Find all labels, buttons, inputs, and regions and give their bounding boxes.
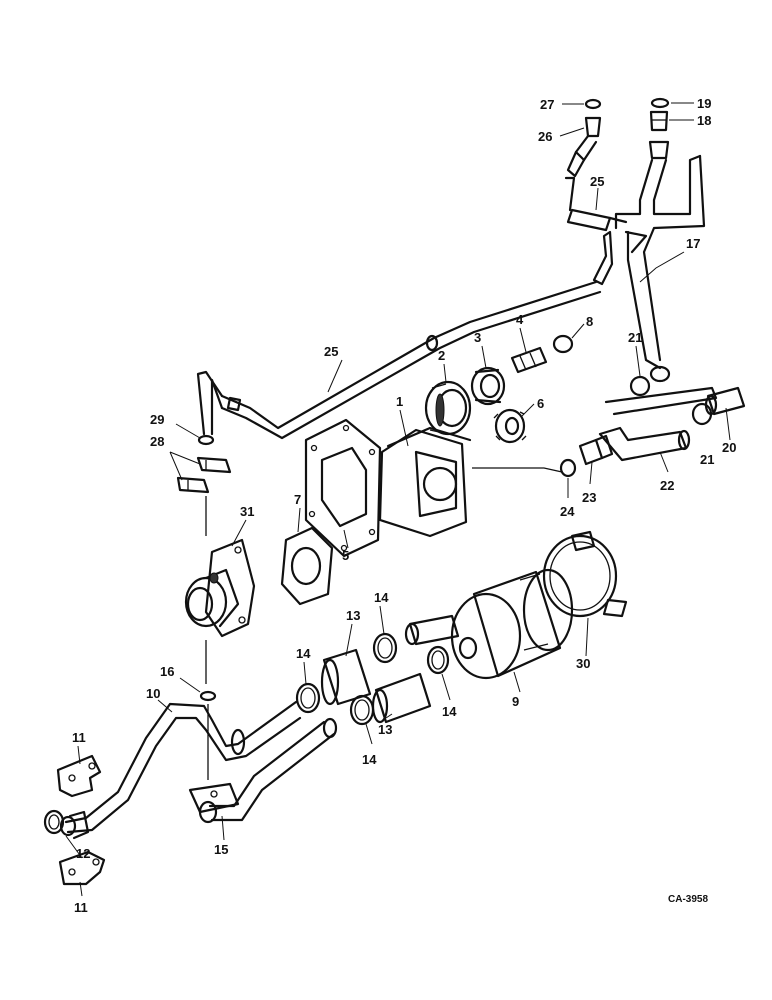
- part-20-hose: [704, 386, 746, 416]
- part-15-tube-flange: [188, 717, 338, 824]
- callout-24: 24: [560, 504, 575, 519]
- part-12-oring: [43, 809, 65, 835]
- part-21-clamp-upper: [629, 375, 651, 397]
- callout-11-upper: 11: [72, 730, 86, 745]
- part-11-clamp-lower: [58, 850, 106, 886]
- callout-25-upper: 25: [590, 174, 604, 189]
- callout-27: 27: [540, 97, 554, 112]
- callout-20: 20: [722, 440, 736, 455]
- part-5-gasket: [304, 418, 382, 558]
- callout-23: 23: [582, 490, 596, 505]
- part-25-hose-long: [196, 280, 602, 440]
- callout-4: 4: [516, 312, 524, 327]
- callout-16: 16: [160, 664, 174, 679]
- callout-28: 28: [150, 434, 164, 449]
- part-14-clamp-d: [349, 694, 375, 726]
- part-13-hose-lower: [371, 672, 432, 724]
- callout-12: 12: [76, 846, 90, 861]
- drawing-code: CA-3958: [668, 894, 708, 905]
- part-21-clamp-lower: [691, 402, 713, 426]
- callout-9: 9: [512, 694, 519, 709]
- callout-13-lower: 13: [378, 722, 392, 737]
- callout-21-lower: 21: [700, 452, 714, 467]
- callout-3: 3: [474, 330, 481, 345]
- part-17-tube: [592, 154, 706, 383]
- part-31-pump: [184, 538, 256, 638]
- callout-15: 15: [214, 842, 228, 857]
- callout-13-upper: 13: [346, 608, 360, 623]
- callout-labels: 27 19 18 26 25 17 4 8 3 21 2 1 6 20 25 2…: [72, 96, 736, 915]
- callout-6: 6: [537, 396, 544, 411]
- callout-19: 19: [697, 96, 711, 111]
- part-19-oring: [650, 97, 670, 109]
- part-29-oring: [197, 434, 215, 446]
- callout-22: 22: [660, 478, 674, 493]
- callout-14-d: 14: [362, 752, 377, 767]
- part-7-gasket: [280, 526, 334, 606]
- callout-31: 31: [240, 504, 254, 519]
- part-14-clamp-a: [372, 632, 398, 664]
- callout-14-c: 14: [296, 646, 311, 661]
- part-8-oring: [552, 334, 574, 354]
- part-30-bracket: [542, 530, 628, 618]
- part-14-clamp-b: [426, 645, 450, 675]
- part-14-clamp-c: [295, 682, 321, 714]
- part-27-oring: [584, 98, 602, 110]
- part-6-gear: [493, 408, 527, 444]
- part-25-hose-short: [564, 176, 628, 232]
- callout-8: 8: [586, 314, 593, 329]
- part-23-adapter: [578, 434, 614, 466]
- callout-17: 17: [686, 236, 700, 251]
- part-28-clips: [176, 456, 232, 494]
- part-9-filter: [404, 568, 574, 680]
- part-13-hose-upper: [320, 648, 372, 706]
- part-4-fitting: [510, 346, 548, 374]
- callout-29: 29: [150, 412, 164, 427]
- part-18-adapter: [648, 110, 670, 160]
- callout-25-lower: 25: [324, 344, 338, 359]
- part-3-bearing: [470, 366, 506, 406]
- callout-14-a: 14: [374, 590, 389, 605]
- callout-14-b: 14: [442, 704, 457, 719]
- callout-10: 10: [146, 686, 160, 701]
- callout-11-lower: 11: [74, 900, 88, 915]
- part-16-oring: [199, 690, 217, 702]
- hidden-line-24: [472, 467, 563, 473]
- part-10-tube: [59, 700, 302, 840]
- part-1-mounting-plate: [378, 426, 472, 538]
- part-22-tube: [598, 386, 718, 462]
- callout-2: 2: [438, 348, 445, 363]
- callout-1: 1: [396, 394, 403, 409]
- part-11-clamp-upper: [56, 754, 102, 798]
- callout-7: 7: [294, 492, 301, 507]
- callout-26: 26: [538, 129, 552, 144]
- part-26-elbow-fitting: [566, 116, 602, 178]
- part-2-seal: [424, 380, 472, 436]
- callout-21-upper: 21: [628, 330, 642, 345]
- leader-lines: [65, 102, 731, 897]
- part-24-oring: [559, 458, 577, 478]
- callout-30: 30: [576, 656, 590, 671]
- callout-5: 5: [342, 548, 349, 563]
- callout-18: 18: [697, 113, 711, 128]
